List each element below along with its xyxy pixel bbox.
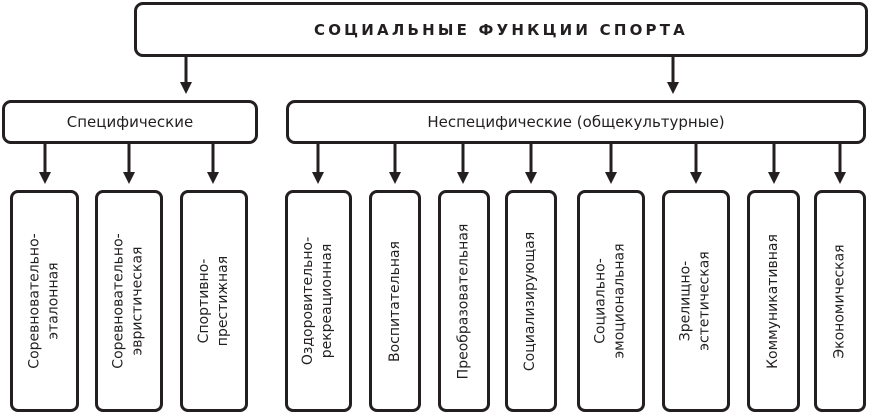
leaf-communicative: Коммуникативная [747, 190, 800, 412]
leaf-spectacle-aesthetic: Зрелищно-эстетическая [662, 190, 730, 412]
branch-nonspecific-label: Неспецифические (общекультурные) [427, 113, 725, 131]
leaf-educational: Воспитательная [369, 190, 421, 412]
leaf-line: Социализирующая [522, 231, 539, 371]
leaf-line: Соревновательно- [26, 233, 43, 369]
leaf-line: эталонная [45, 262, 62, 340]
leaf-line: эстетическая [697, 251, 714, 351]
root-node: СОЦИАЛЬНЫЕ ФУНКЦИИ СПОРТА [134, 2, 868, 57]
leaf-competitive-heuristic: Соревновательно-эвристическая [95, 190, 163, 412]
leaf-line: престижная [215, 255, 231, 347]
leaf-sport-prestige: Спортивно-престижная [180, 190, 248, 412]
leaf-line: Соревновательно- [111, 233, 128, 369]
leaf-line: Воспитательная [386, 240, 403, 362]
leaf-socializing: Социализирующая [505, 190, 557, 412]
leaf-health-recreation: Оздоровительно-рекреационная [285, 190, 352, 412]
leaf-line: Социально- [593, 258, 609, 344]
leaf-line: эвристическая [130, 246, 147, 356]
leaf-line: Спортивно- [196, 258, 212, 344]
branch-nonspecific: Неспецифические (общекультурные) [286, 100, 866, 144]
leaf-economic: Экономическая [814, 190, 866, 412]
leaf-line: рекреационная [319, 243, 336, 359]
leaf-competitive-standard: Соревновательно-эталонная [10, 190, 79, 412]
leaf-line: эмоциональная [612, 243, 628, 359]
branch-specific-label: Специфические [66, 113, 194, 131]
leaf-line: Коммуникативная [765, 233, 782, 369]
leaf-line: Преобразовательная [455, 223, 472, 379]
leaf-transformative: Преобразовательная [438, 190, 490, 412]
root-label: СОЦИАЛЬНЫЕ ФУНКЦИИ СПОРТА [314, 20, 688, 39]
leaf-line: Экономическая [831, 243, 848, 359]
leaf-socio-emotional: Социально-эмоциональная [577, 190, 645, 412]
branch-specific: Специфические [2, 100, 258, 144]
leaf-line: Оздоровительно- [300, 236, 317, 366]
leaf-line: Зрелищно- [678, 260, 695, 342]
